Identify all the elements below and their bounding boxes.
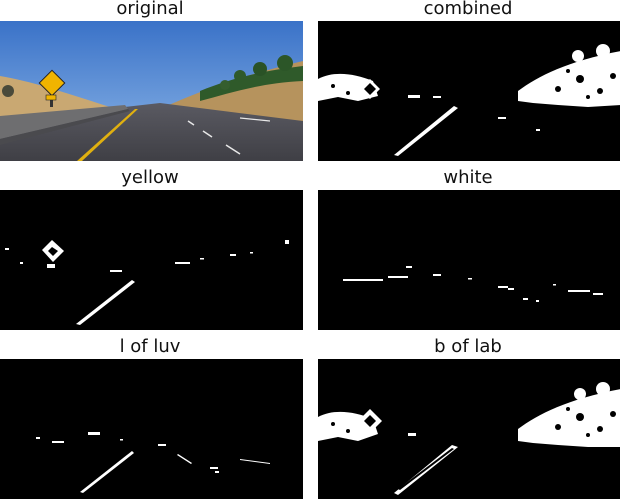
panel-white-image	[318, 190, 620, 330]
panel-title-b-of-lab: b of lab	[434, 336, 502, 357]
white-mask	[318, 190, 620, 330]
panel-title-combined: combined	[423, 0, 513, 19]
panel-title-yellow: yellow	[121, 167, 179, 188]
panel-title-original: original	[116, 0, 184, 19]
panel-original-image	[0, 21, 303, 161]
panel-b-of-lab-image	[318, 359, 620, 499]
panel-combined-image	[318, 21, 620, 161]
b-of-lab-mask	[318, 359, 620, 499]
road-scene-photo	[0, 21, 303, 161]
l-of-luv-mask	[0, 359, 303, 499]
yellow-mask	[0, 190, 303, 330]
combined-mask	[318, 21, 620, 161]
panel-title-white: white	[443, 167, 493, 188]
panel-yellow-image	[0, 190, 303, 330]
panel-title-l-of-luv: l of luv	[119, 336, 181, 357]
panel-l-of-luv-image	[0, 359, 303, 499]
